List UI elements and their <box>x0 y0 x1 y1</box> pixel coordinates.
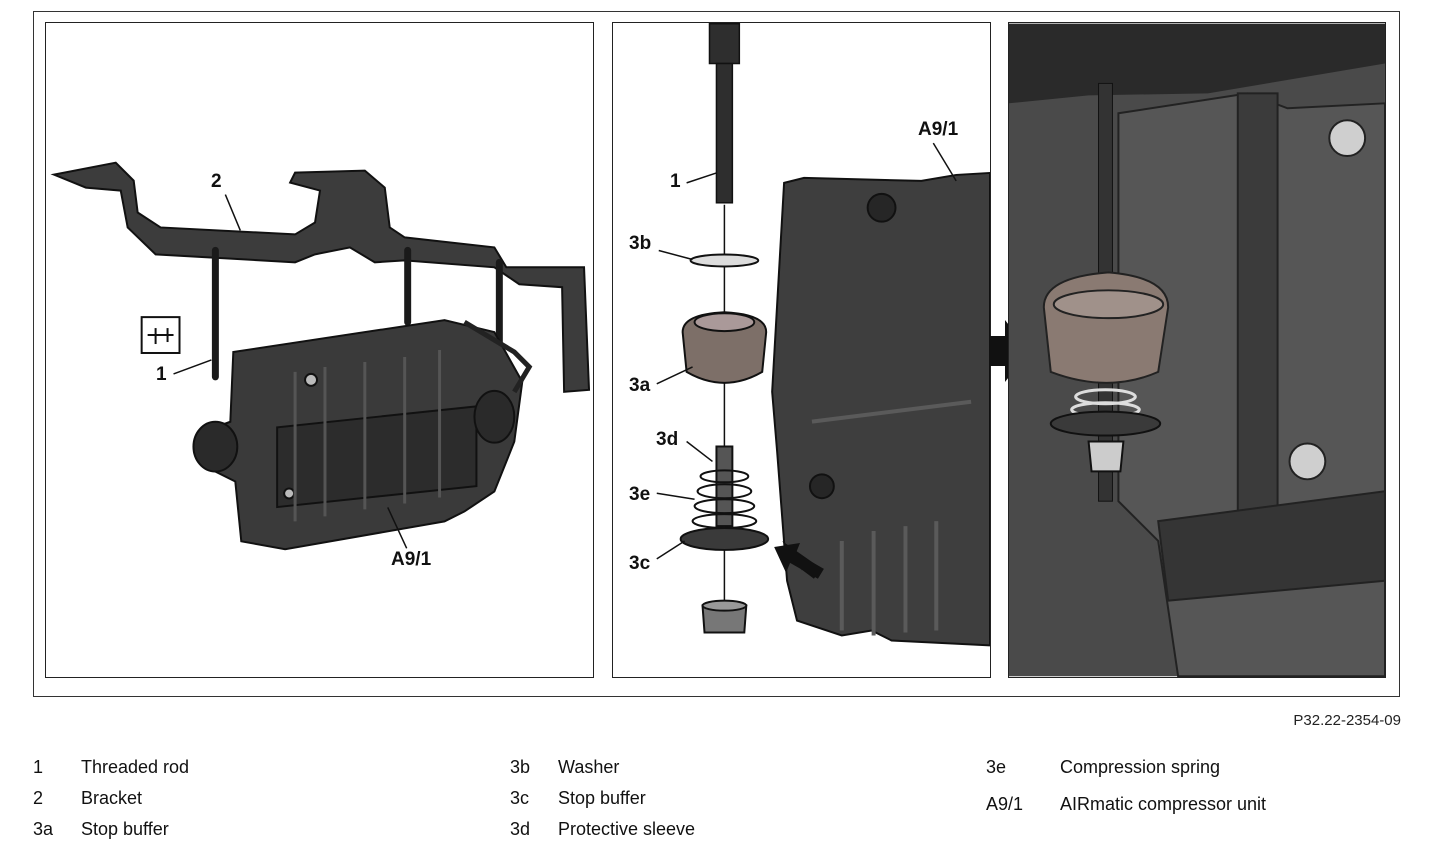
legend-key: 3c <box>510 788 530 808</box>
callout-2: 2 <box>211 171 222 192</box>
black-arrow-icon <box>774 542 824 579</box>
callout-3e: 3e <box>629 484 651 505</box>
callout-3a: 3a <box>629 375 651 396</box>
legend-desc: Stop buffer <box>81 819 169 839</box>
legend-key: 1 <box>33 757 44 777</box>
callout-3b: 3b <box>629 233 652 254</box>
legend-desc: Protective sleeve <box>558 819 696 839</box>
legend-desc: Threaded rod <box>81 757 190 777</box>
stop-buffer-shape <box>1042 271 1170 384</box>
figure-frame <box>33 11 1400 697</box>
legend-item: 3e Compression spring <box>986 752 1266 783</box>
legend-desc: Bracket <box>81 788 143 808</box>
exploded-illustration <box>656 23 990 647</box>
panel-exploded-view: A9/1 1 3b 3a 3d 3e 3c <box>612 22 991 678</box>
stop-buffer-3c-shape <box>1049 410 1162 437</box>
bolt-head-shape <box>1288 442 1327 481</box>
protective-sleeve-and-spring-shape <box>691 445 758 530</box>
callout-3d: 3d <box>656 429 679 450</box>
legend-key: 2 <box>33 788 44 808</box>
legend-key: 3d <box>510 819 531 839</box>
legend-column-3: 3e Compression spring A9/1 AIRmatic comp… <box>986 752 1266 820</box>
legend-item: 3d Protective sleeve <box>510 814 695 845</box>
legend-desc: AIRmatic compressor unit <box>1060 794 1267 814</box>
stop-buffer-3c-shape <box>679 527 770 551</box>
legend-desc: Stop buffer <box>558 788 646 808</box>
nut-shape <box>701 599 748 634</box>
overview-illustration <box>50 161 591 551</box>
legend-item: 2 Bracket <box>33 783 189 814</box>
stop-buffer-3a-shape <box>681 311 768 384</box>
compressor-unit-shape <box>192 319 533 551</box>
legend-column-2: 3b Washer 3c Stop buffer 3d Protective s… <box>510 752 695 845</box>
panel-overview: 2 1 A9/1 <box>45 22 594 678</box>
bracket-shape <box>50 161 591 393</box>
installed-illustration <box>1009 23 1385 677</box>
torque-wrench-symbol-icon <box>140 316 181 354</box>
legend-item: 1 Threaded rod <box>33 752 189 783</box>
leader-lines <box>656 142 957 560</box>
legend-item: 3a Stop buffer <box>33 814 189 845</box>
figure-reference: P32.22-2354-09 <box>1293 712 1401 729</box>
legend-desc: Compression spring <box>1060 757 1221 777</box>
callout-a9-1: A9/1 <box>391 549 432 570</box>
legend-key: 3a <box>33 819 54 839</box>
leader-lines <box>173 194 408 549</box>
legend-item: 3b Washer <box>510 752 695 783</box>
bolt-head-shape <box>1328 119 1367 158</box>
legend-item: A9/1 AIRmatic compressor unit <box>986 789 1266 820</box>
callout-3c: 3c <box>629 553 651 574</box>
compressor-housing-shape <box>1117 92 1385 677</box>
legend-key: 3e <box>986 757 1007 777</box>
legend-key: 3b <box>510 757 531 777</box>
legend-key: A9/1 <box>986 794 1024 814</box>
nut-shape <box>1087 440 1125 473</box>
threaded-rod-shape <box>708 23 741 204</box>
panel-installed-view <box>1008 22 1386 678</box>
callout-1: 1 <box>670 171 681 192</box>
legend-desc: Washer <box>558 757 620 777</box>
callout-1: 1 <box>156 364 167 385</box>
callout-a9-1: A9/1 <box>918 119 959 140</box>
threaded-rods <box>211 246 503 381</box>
legend-column-1: 1 Threaded rod 2 Bracket 3a Stop buffer <box>33 752 189 845</box>
compressor-housing-shape <box>771 171 990 647</box>
washer-shape <box>689 253 760 268</box>
legend-item: 3c Stop buffer <box>510 783 695 814</box>
